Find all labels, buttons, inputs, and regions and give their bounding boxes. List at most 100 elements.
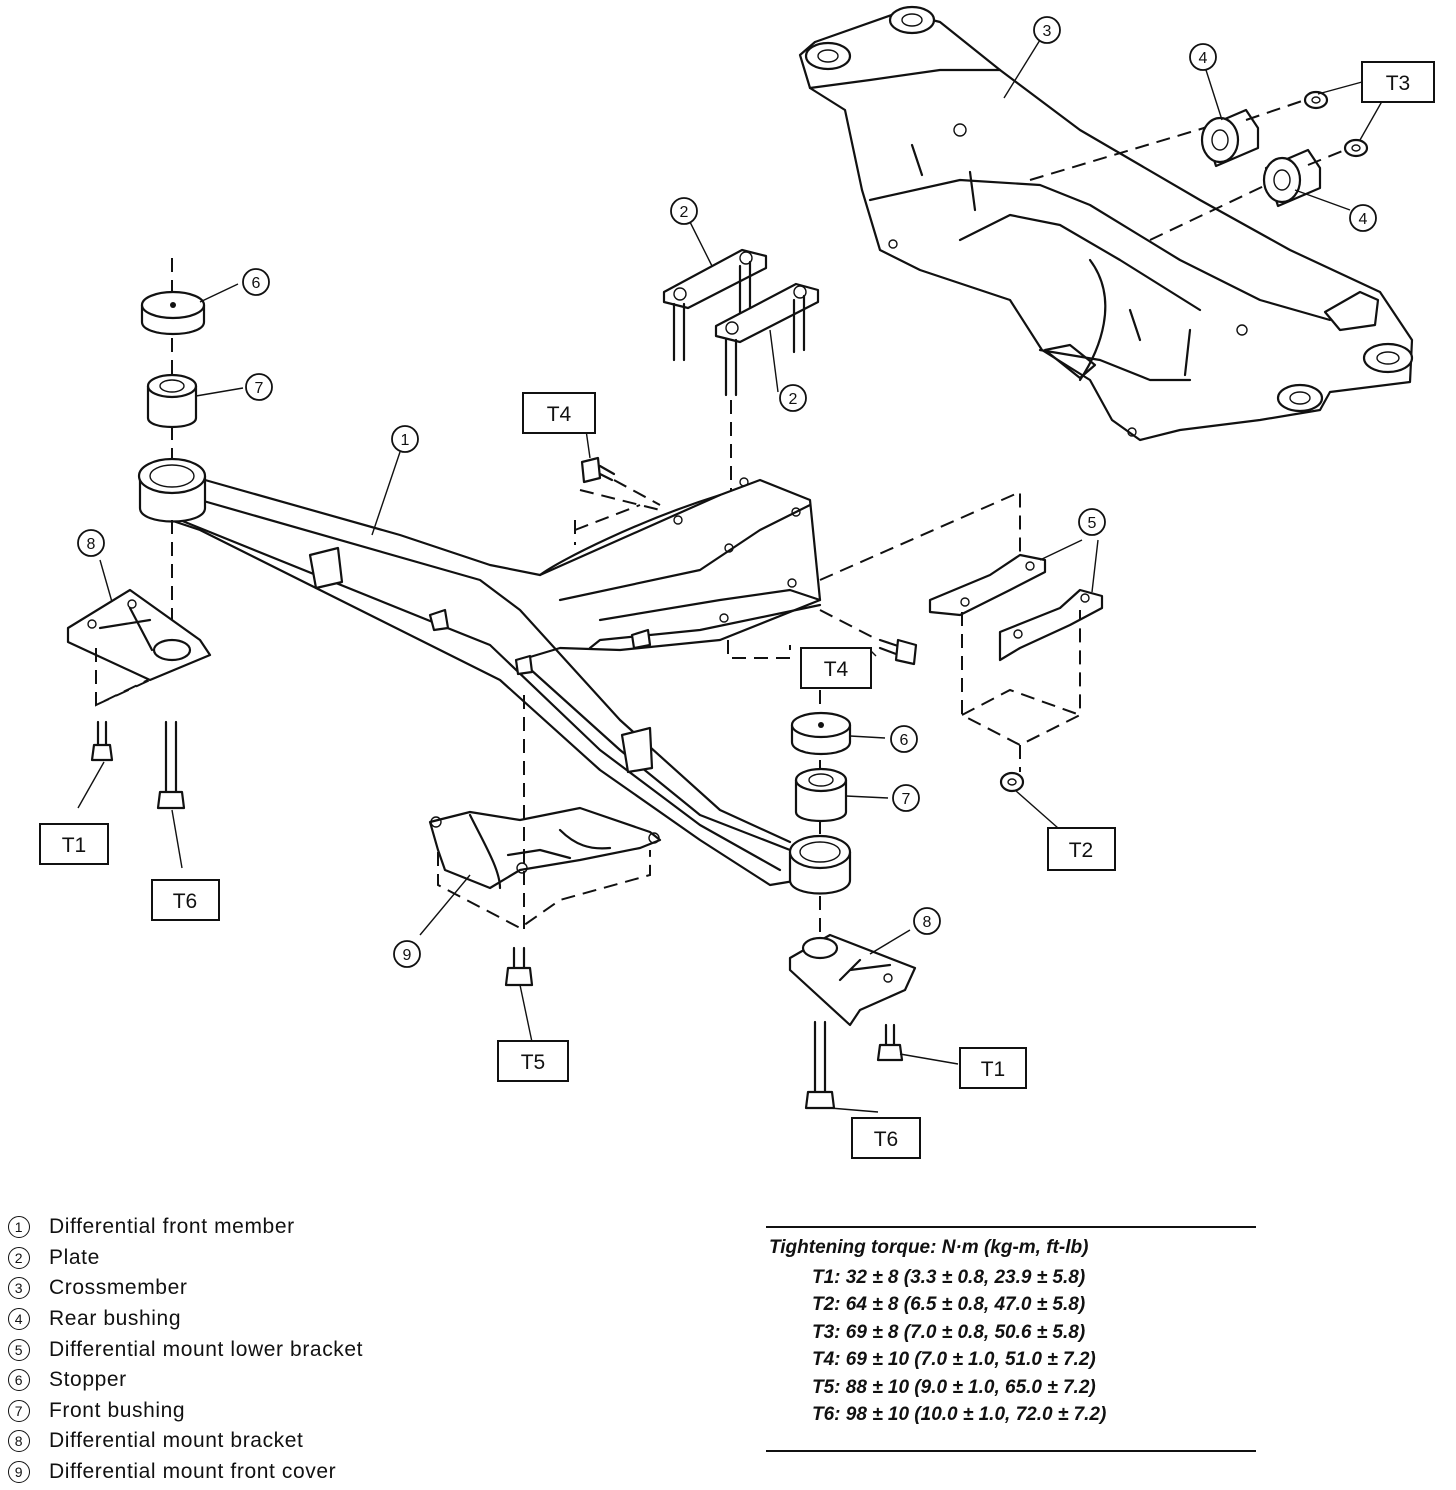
plate-upper [662, 248, 768, 362]
svg-text:2: 2 [680, 204, 689, 221]
legend-number: 9 [8, 1461, 30, 1484]
callout-8-left: 8 [77, 529, 105, 557]
lower-bracket-upper [928, 553, 1047, 617]
nut-t3-upper [1303, 90, 1329, 110]
nut-t3-lower [1343, 138, 1369, 158]
torque-row-t6: T6: 98 ± 10 (10.0 ± 1.0, 72.0 ± 7.2) [812, 1403, 1107, 1425]
svg-text:T1: T1 [62, 834, 87, 857]
svg-text:9: 9 [403, 947, 412, 964]
legend-number: 3 [8, 1277, 30, 1300]
callout-6-left: 6 [242, 268, 270, 296]
callout-2-lower: 2 [779, 384, 807, 412]
legend-label: Plate [49, 1245, 100, 1269]
callout-1: 1 [391, 425, 419, 453]
torque-tag-t4-upper: T4 [522, 392, 596, 434]
torque-tag-t1-left: T1 [39, 823, 109, 865]
legend-number: 5 [8, 1338, 30, 1361]
svg-text:6: 6 [900, 732, 909, 749]
bolt-t6-left [156, 720, 186, 810]
svg-text:4: 4 [1359, 211, 1368, 228]
callout-6-right: 6 [890, 725, 918, 753]
rear-bushing-lower [1262, 148, 1322, 208]
callout-4-lower: 4 [1349, 204, 1377, 232]
bolt-t4-lower [878, 638, 918, 666]
torque-tag-t6-left: T6 [151, 879, 220, 921]
callout-9: 9 [393, 940, 421, 968]
torque-row-t3: T3: 69 ± 8 (7.0 ± 0.8, 50.6 ± 5.8) [812, 1321, 1086, 1343]
callout-7-right: 7 [892, 784, 920, 812]
torque-row-t5: T5: 88 ± 10 (9.0 ± 1.0, 65.0 ± 7.2) [812, 1376, 1096, 1398]
callout-3: 3 [1033, 16, 1061, 44]
svg-text:T6: T6 [874, 1128, 899, 1151]
legend-label: Crossmember [49, 1276, 188, 1300]
legend-label: Differential front member [49, 1215, 295, 1239]
differential-front-member [137, 457, 852, 895]
legend-item: 2 Plate [8, 1243, 478, 1274]
legend-label: Rear bushing [49, 1307, 182, 1331]
legend-item: 7 Front bushing [8, 1396, 478, 1427]
svg-text:T1: T1 [981, 1058, 1006, 1081]
torque-tag-t4-lower: T4 [800, 647, 872, 689]
legend-item: 4 Rear bushing [8, 1304, 478, 1335]
svg-text:T6: T6 [173, 890, 198, 913]
nut-t2 [999, 771, 1025, 793]
bolt-t1-right [876, 1023, 904, 1062]
callout-2-upper: 2 [670, 197, 698, 225]
legend-number: 4 [8, 1308, 30, 1331]
svg-text:6: 6 [252, 275, 261, 292]
front-bushing-left [146, 373, 198, 428]
mount-front-cover [428, 806, 662, 890]
legend-item: 8 Differential mount bracket [8, 1426, 478, 1457]
front-bushing-right [794, 767, 848, 822]
svg-text:T2: T2 [1069, 839, 1094, 862]
legend-item: 3 Crossmember [8, 1273, 478, 1304]
svg-text:7: 7 [902, 791, 911, 808]
svg-text:4: 4 [1199, 50, 1208, 67]
legend-number: 1 [8, 1216, 30, 1239]
svg-text:8: 8 [923, 914, 932, 931]
callout-5: 5 [1078, 508, 1106, 536]
parts-legend: 1 Differential front member 2 Plate 3 Cross… [8, 1212, 478, 1487]
torque-tag-t1-right: T1 [959, 1047, 1027, 1089]
torque-spec-table: Tightening torque: N·m (kg-m, ft-lb) T1:… [766, 1226, 1256, 1452]
svg-text:T4: T4 [824, 658, 849, 681]
stopper-right [790, 711, 852, 756]
bolt-t1-left [90, 720, 114, 762]
svg-text:7: 7 [255, 380, 264, 397]
svg-text:T3: T3 [1386, 72, 1411, 95]
bolt-t4-upper [580, 456, 616, 484]
plate-lower [714, 282, 820, 397]
legend-label: Differential mount lower bracket [49, 1337, 364, 1361]
svg-text:5: 5 [1088, 515, 1097, 532]
svg-text:T4: T4 [547, 403, 572, 426]
torque-tag-t3: T3 [1361, 61, 1435, 103]
legend-item: 6 Stopper [8, 1365, 478, 1396]
svg-text:3: 3 [1043, 23, 1052, 40]
lower-bracket-lower [998, 588, 1104, 662]
legend-label: Stopper [49, 1368, 127, 1392]
bolt-t6-right [804, 1020, 836, 1110]
callout-4-upper: 4 [1189, 43, 1217, 71]
bolt-t5 [504, 946, 534, 987]
legend-number: 7 [8, 1399, 30, 1422]
torque-heading: Tightening torque: N·m (kg-m, ft-lb) [769, 1237, 1089, 1258]
legend-number: 6 [8, 1369, 30, 1392]
torque-tag-t2: T2 [1047, 827, 1116, 871]
legend-item: 5 Differential mount lower bracket [8, 1334, 478, 1365]
svg-text:T5: T5 [521, 1051, 546, 1074]
legend-label: Differential mount bracket [49, 1429, 304, 1453]
legend-label: Front bushing [49, 1398, 186, 1422]
legend-number: 2 [8, 1246, 30, 1269]
callout-8-right: 8 [913, 907, 941, 935]
svg-text:8: 8 [87, 536, 96, 553]
torque-tag-t6-right: T6 [851, 1117, 921, 1159]
legend-item: 1 Differential front member [8, 1212, 478, 1243]
mount-bracket-right [788, 933, 917, 1027]
rear-bushing-upper [1200, 108, 1260, 168]
legend-number: 8 [8, 1430, 30, 1453]
svg-text:1: 1 [401, 432, 410, 449]
torque-row-t4: T4: 69 ± 10 (7.0 ± 1.0, 51.0 ± 7.2) [812, 1349, 1096, 1371]
crossmember [798, 5, 1414, 442]
callout-7-left: 7 [245, 373, 273, 401]
